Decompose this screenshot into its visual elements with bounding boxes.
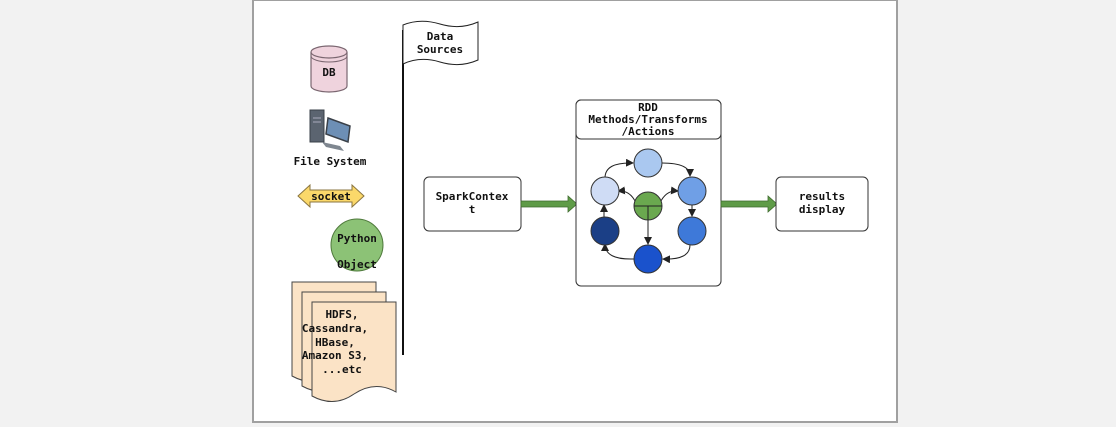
rdd-node-top (633, 148, 663, 178)
storage-label-line1: HDFS, (325, 308, 358, 321)
socket-label: socket (311, 190, 351, 203)
rdd-node-right-bottom (677, 216, 707, 246)
flag-label-line1: Data (427, 30, 454, 43)
rdd-header (575, 99, 722, 140)
spark-context-line2: t (469, 203, 476, 216)
flag-label-line2: Sources (417, 43, 463, 56)
python-label-line1: Python (337, 232, 377, 245)
db-label: DB (322, 66, 336, 79)
storage-label-line2: Cassandra, (302, 322, 368, 335)
python-label-line2: Object (337, 258, 377, 271)
rdd-node-left-bottom (590, 216, 620, 246)
results-line2: display (799, 203, 846, 216)
results-line1: results (799, 190, 845, 203)
file-system-label: File System (294, 155, 367, 168)
results-display-box (775, 176, 869, 232)
python-object-node: Python Object (330, 218, 384, 272)
rdd-node-left (590, 176, 620, 206)
db-icon: DB (310, 45, 348, 93)
spark-context-line1: SparkContex (436, 190, 509, 203)
rdd-title-line2: Methods/Transforms (588, 113, 707, 126)
socket-icon: socket (297, 183, 365, 209)
data-sources-flag (402, 20, 479, 66)
storage-label-line3: HBase, (315, 336, 355, 349)
rdd-title-line1: RDD (638, 101, 658, 114)
arrow-rdd-to-results (720, 195, 778, 213)
storage-label-line5: ...etc (322, 363, 362, 376)
rdd-node-right-top (677, 176, 707, 206)
rdd-node-center (633, 191, 663, 221)
storage-documents-icon (291, 281, 397, 402)
rdd-cycle-arrows (600, 158, 696, 264)
storage-label-line4: Amazon S3, (302, 349, 368, 362)
rdd-node-bottom (633, 244, 663, 274)
computer-icon (309, 109, 351, 151)
arrow-spark-to-rdd (520, 195, 578, 213)
rdd-title-line3: /Actions (622, 125, 675, 138)
